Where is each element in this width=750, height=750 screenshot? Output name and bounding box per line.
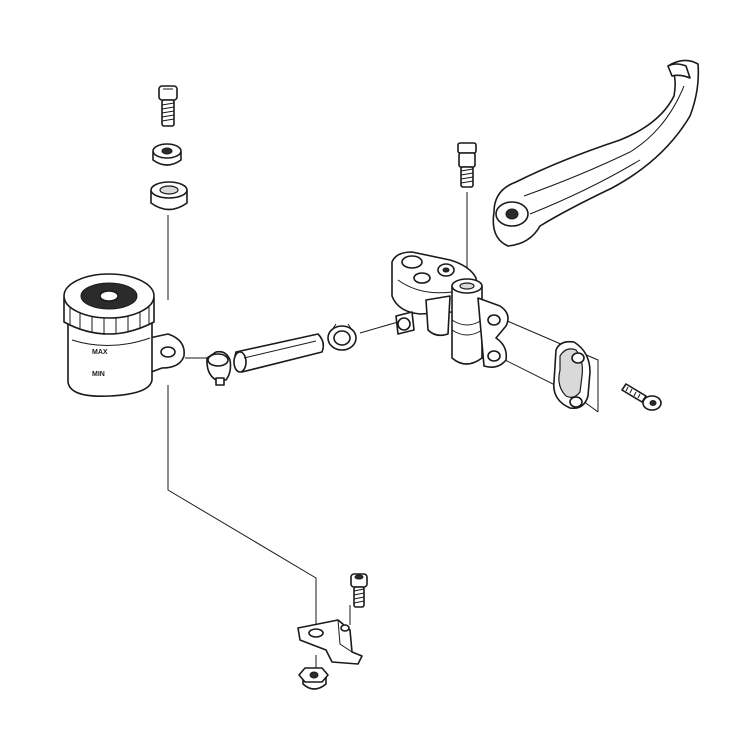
bracket-screw xyxy=(350,573,368,608)
rubber-grommet xyxy=(150,181,188,211)
screw-top-head xyxy=(158,85,178,101)
clamp-screw-shank xyxy=(621,383,647,403)
brake-lever-tip xyxy=(667,63,691,79)
reservoir-hose xyxy=(233,333,325,373)
brake-lever xyxy=(492,59,700,247)
leader-reservoir-bracket xyxy=(167,385,317,632)
hose-clip-left xyxy=(206,350,232,386)
hose-clip-right xyxy=(327,323,357,351)
master-cylinder-body xyxy=(391,251,509,368)
leader-lines xyxy=(167,192,599,670)
leader-clamp-top xyxy=(504,319,599,412)
reservoir-tab-hole xyxy=(160,346,176,358)
bracket-nut xyxy=(298,667,329,690)
clamp-screw xyxy=(621,383,662,411)
reservoir-max-label: MAX xyxy=(92,349,108,356)
brake-lever-blade xyxy=(492,59,700,247)
master-cylinder-clamp-half xyxy=(477,297,509,368)
banjo-bleed-screw xyxy=(457,142,477,188)
reservoir-min-label: MIN xyxy=(92,371,105,378)
handlebar-clamp xyxy=(553,340,591,410)
fluid-reservoir: MAX MIN xyxy=(63,273,185,398)
cap-washer xyxy=(152,143,182,166)
leader-clip-body xyxy=(359,321,399,334)
mounting-bracket-hole xyxy=(308,628,324,638)
mounting-bracket xyxy=(297,619,363,665)
screw-top xyxy=(158,85,178,127)
